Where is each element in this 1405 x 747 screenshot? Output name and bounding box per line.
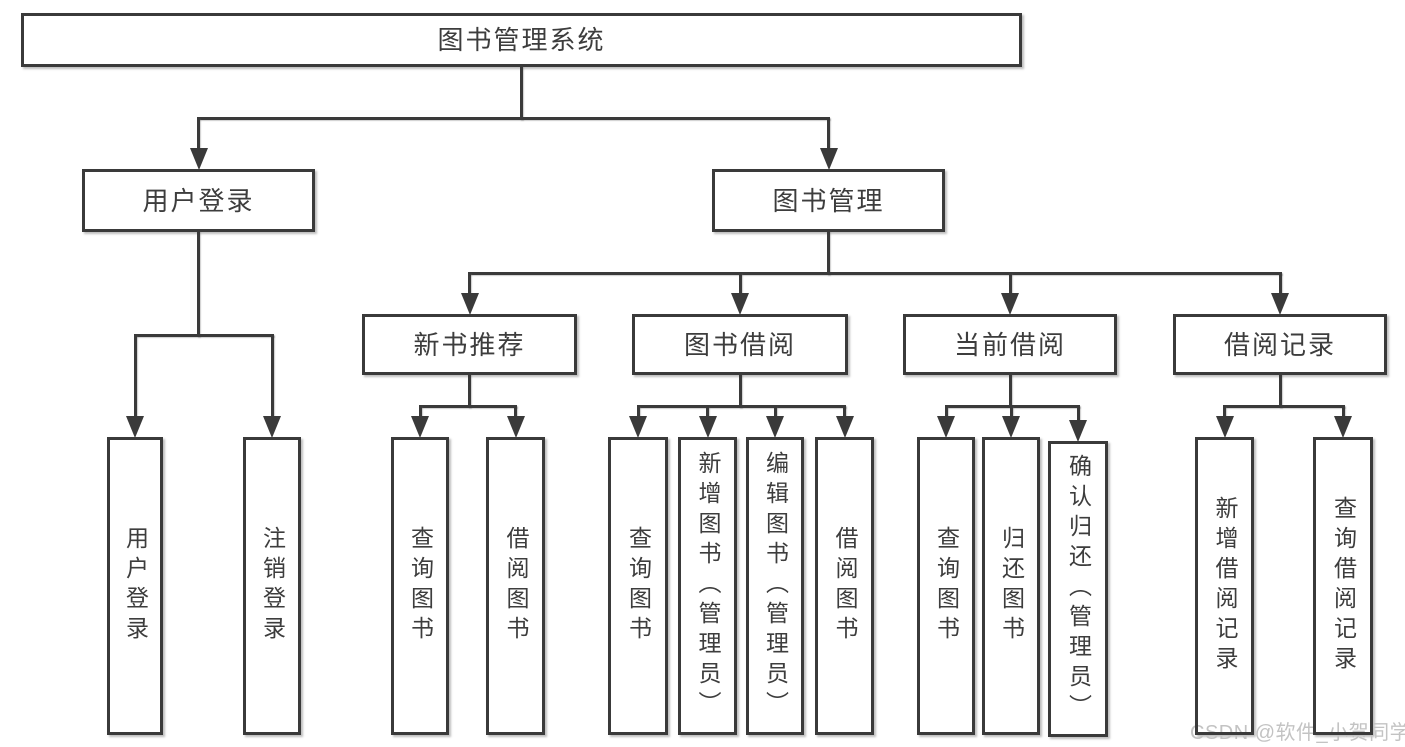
node-logout: 注销登录: [243, 437, 301, 735]
arrow-down-icon: [1215, 416, 1234, 438]
node-book-borrowing: 图书借阅: [632, 314, 848, 375]
node-user-login-group: 用户登录: [82, 169, 315, 232]
node-label-new-book-recommend: 新书推荐: [413, 329, 526, 360]
connector-line: [468, 273, 471, 294]
node-label-query-borrow-record: 查询借阅记录: [1330, 496, 1357, 676]
arrow-down-icon: [506, 416, 525, 438]
node-label-user-login-group: 用户登录: [142, 185, 255, 216]
node-query-books-borrowing: 查询图书: [608, 437, 668, 735]
connector-line: [197, 118, 200, 149]
connector-line: [197, 116, 830, 120]
arrow-down-icon: [189, 148, 208, 170]
arrow-down-icon: [460, 293, 479, 315]
connector-line: [1341, 406, 1345, 417]
node-query-borrow-record: 查询借阅记录: [1313, 437, 1373, 735]
node-return-books: 归还图书: [982, 437, 1040, 735]
connector-line: [827, 118, 830, 149]
node-add-books-admin: 新增图书（管理员）: [678, 437, 737, 735]
node-label-add-borrow-record: 新增借阅记录: [1212, 496, 1238, 676]
arrow-down-icon: [1001, 293, 1019, 315]
node-label-borrow-books-borrowing: 借阅图书: [832, 526, 858, 646]
connector-line: [133, 335, 137, 417]
connector-line: [706, 406, 709, 417]
arrow-down-icon: [126, 416, 144, 438]
connector-line: [827, 231, 830, 275]
node-borrow-books-borrowing: 借阅图书: [815, 437, 874, 735]
connector-line: [843, 406, 846, 417]
arrow-down-icon: [1334, 416, 1352, 438]
arrow-down-icon: [1271, 293, 1289, 315]
connector-line: [738, 374, 742, 408]
node-label-add-books-admin: 新增图书（管理员）: [695, 451, 721, 721]
connector-line: [1076, 406, 1080, 421]
node-label-query-books-borrowing: 查询图书: [625, 526, 652, 646]
connector-line: [468, 271, 1282, 275]
arrow-down-icon: [937, 416, 955, 438]
node-label-borrowing-records: 借阅记录: [1223, 329, 1336, 360]
arrow-down-icon: [819, 148, 838, 170]
connector-line: [197, 231, 200, 337]
node-query-books-current: 查询图书: [917, 437, 975, 735]
connector-line: [270, 335, 274, 417]
connector-line: [636, 406, 640, 417]
connector-line: [636, 404, 846, 408]
connector-line: [418, 404, 517, 408]
node-label-query-books-current: 查询图书: [933, 526, 960, 646]
connector-line: [1008, 374, 1012, 408]
node-book-management: 图书管理: [712, 169, 945, 232]
node-label-user-login: 用户登录: [122, 526, 149, 646]
node-label-return-books: 归还图书: [998, 526, 1025, 646]
node-label-logout: 注销登录: [259, 526, 286, 646]
connector-line: [1278, 273, 1282, 294]
node-label-book-management: 图书管理: [772, 185, 885, 216]
node-label-edit-books-admin: 编辑图书（管理员）: [762, 451, 789, 721]
node-label-confirm-return-admin: 确认归还（管理员）: [1065, 454, 1092, 724]
node-label-current-borrowing: 当前借阅: [953, 329, 1066, 360]
connector-line: [738, 273, 742, 294]
node-add-borrow-record: 新增借阅记录: [1195, 437, 1254, 735]
node-current-borrowing: 当前借阅: [903, 314, 1117, 375]
node-confirm-return-admin: 确认归还（管理员）: [1048, 441, 1108, 737]
node-edit-books-admin: 编辑图书（管理员）: [746, 437, 804, 735]
connector-line: [1223, 404, 1345, 408]
node-query-books-recommend: 查询图书: [391, 437, 449, 735]
node-borrow-books-recommend: 借阅图书: [486, 437, 545, 735]
node-user-login: 用户登录: [107, 437, 163, 735]
node-label-book-borrowing: 图书借阅: [683, 329, 796, 360]
arrow-down-icon: [263, 416, 281, 438]
arrow-down-icon: [629, 416, 647, 438]
connector-line: [514, 406, 517, 417]
arrow-down-icon: [835, 416, 854, 438]
csdn-watermark: CSDN @软件_小贺同学: [1190, 722, 1405, 744]
connector-line: [944, 406, 948, 417]
connector-line: [1009, 406, 1013, 417]
connector-line: [773, 406, 777, 417]
arrow-down-icon: [731, 293, 749, 315]
connector-line: [1278, 374, 1282, 408]
connector-line: [1223, 406, 1226, 417]
connector-line: [133, 333, 274, 337]
connector-line: [1008, 273, 1012, 294]
node-borrowing-records: 借阅记录: [1173, 314, 1387, 375]
arrow-down-icon: [766, 416, 784, 438]
node-new-book-recommend: 新书推荐: [362, 314, 577, 375]
connector-line: [418, 406, 422, 417]
arrow-down-icon: [1002, 416, 1020, 438]
connector-line: [468, 374, 471, 408]
node-label-borrow-books-recommend: 借阅图书: [503, 526, 529, 646]
arrow-down-icon: [1069, 420, 1087, 442]
connector-line: [520, 66, 523, 120]
arrow-down-icon: [698, 416, 717, 438]
node-label-query-books-recommend: 查询图书: [407, 526, 434, 646]
arrow-down-icon: [411, 416, 429, 438]
node-label-root: 图书管理系统: [437, 25, 606, 55]
node-root: 图书管理系统: [21, 13, 1022, 67]
